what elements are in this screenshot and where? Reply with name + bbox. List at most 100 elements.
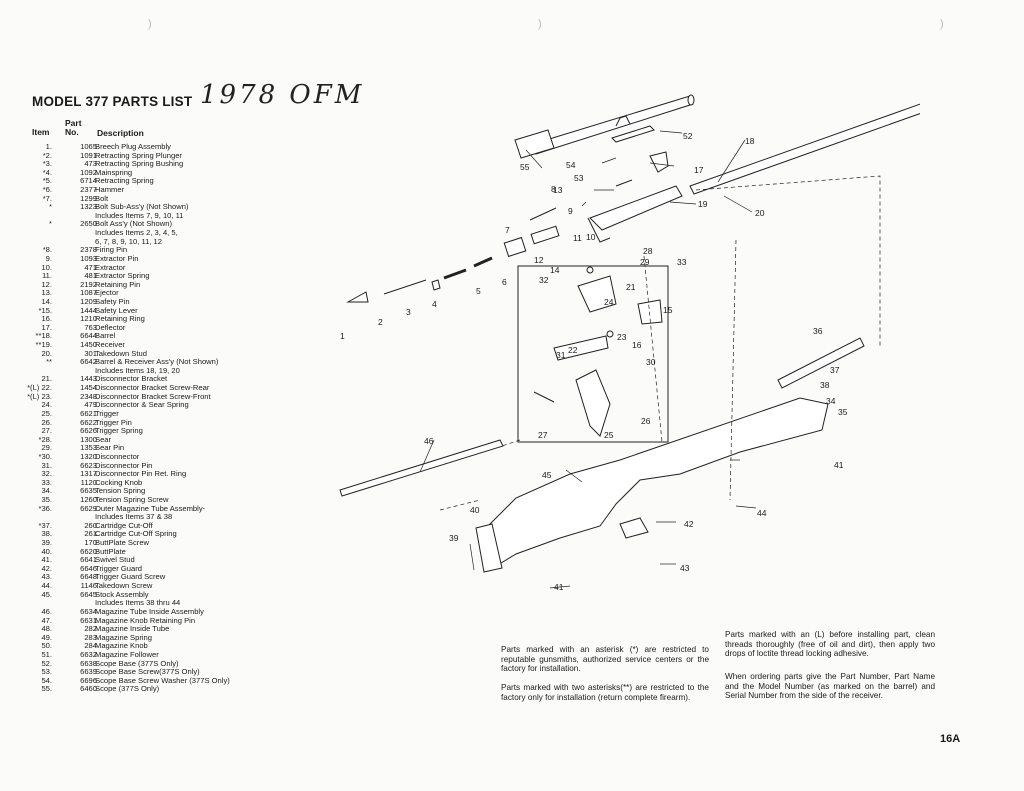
part-description: Disconnector & Sear Spring bbox=[95, 400, 189, 410]
part-item: *30. bbox=[38, 451, 52, 461]
part-item: *36. bbox=[38, 503, 52, 513]
buttplate-drawing bbox=[475, 523, 503, 573]
part-description: Disconnector Pin Ret. Ring bbox=[95, 469, 187, 479]
part-number: 6696 bbox=[80, 675, 97, 685]
part-item: 11. bbox=[42, 271, 52, 281]
part-item: 33. bbox=[41, 477, 52, 487]
part-description: Disconnector Bracket bbox=[95, 374, 168, 384]
part-item: 38. bbox=[41, 529, 52, 539]
part-item: *2. bbox=[42, 150, 52, 160]
double-asterisk-note: Parts marked with two asterisks(**) are … bbox=[501, 683, 709, 702]
part-description: Bolt bbox=[95, 193, 109, 203]
part-description: Breech Plug Assembly bbox=[95, 142, 171, 151]
part-description: Receiver bbox=[95, 340, 125, 350]
table-row: Includes Items 37 & 38 bbox=[14, 513, 314, 522]
part-item: ** bbox=[46, 357, 52, 367]
part-description: Trigger Spring bbox=[95, 426, 143, 436]
part-number: 1353 bbox=[80, 443, 97, 453]
part-callout: 38 bbox=[820, 380, 830, 390]
part-number: 284 bbox=[84, 641, 97, 651]
part-description: Magazine Knob bbox=[95, 641, 148, 651]
page-mark: ) bbox=[538, 18, 542, 30]
part-item: 51. bbox=[41, 649, 52, 659]
part-item: 34. bbox=[41, 486, 52, 496]
part-callout: 42 bbox=[684, 519, 694, 529]
part-number: 6460 bbox=[80, 684, 97, 694]
part-item: 10. bbox=[41, 262, 52, 272]
part-number: 6631 bbox=[80, 615, 97, 625]
part-callout: 31 bbox=[556, 350, 566, 360]
part-description: Cartridge Cut-Off bbox=[95, 520, 153, 530]
part-description: Retaining Ring bbox=[95, 314, 145, 324]
part-callout: 4 bbox=[432, 299, 437, 309]
part-callout: 11 bbox=[573, 233, 582, 243]
part-number: 2192 bbox=[80, 279, 97, 289]
part-number: 1450 bbox=[80, 340, 97, 350]
table-row: 6, 7, 8, 9, 10, 11, 12 bbox=[14, 236, 314, 247]
scope-drawing bbox=[514, 94, 695, 159]
part-callout: 8 bbox=[551, 184, 556, 194]
part-description: Trigger bbox=[95, 408, 119, 418]
stock-drawing bbox=[479, 397, 829, 567]
part-item: *(L) 23. bbox=[27, 391, 52, 401]
part-number: 1087 bbox=[80, 288, 97, 298]
part-callout: 45 bbox=[542, 470, 552, 480]
part-item: **18. bbox=[35, 331, 52, 341]
part-number: 1065 bbox=[80, 142, 97, 151]
barrel-drawing bbox=[689, 103, 920, 195]
part-description: Takedown Screw bbox=[95, 581, 153, 591]
part-description: Stock Assembly bbox=[95, 589, 149, 599]
part-description: Retracting Spring Plunger bbox=[95, 150, 182, 160]
part-description: Cartridge Cut-Off Spring bbox=[95, 529, 177, 539]
bolt-parts-drawing bbox=[346, 179, 633, 303]
part-item: *3. bbox=[42, 159, 52, 169]
part-number: 2377 bbox=[80, 185, 97, 195]
part-item: 42. bbox=[41, 563, 52, 573]
part-item: *7. bbox=[42, 193, 52, 203]
part-callout: 44 bbox=[757, 508, 767, 518]
part-item: 40. bbox=[41, 546, 52, 556]
part-number: 6645 bbox=[80, 589, 97, 599]
part-item: 20. bbox=[41, 348, 52, 358]
part-item: 52. bbox=[41, 658, 52, 668]
part-item: 53. bbox=[41, 667, 52, 677]
part-callout: 28 bbox=[643, 246, 653, 256]
part-number: 2650 bbox=[80, 219, 97, 229]
part-callout: 33 bbox=[677, 257, 687, 267]
part-number: 6623 bbox=[80, 460, 97, 470]
part-item: 21. bbox=[41, 374, 52, 384]
part-description: Includes Items 18, 19, 20 bbox=[95, 365, 180, 375]
part-callout: 3 bbox=[406, 307, 411, 317]
part-item: 12. bbox=[41, 279, 52, 289]
part-number: 170 bbox=[84, 538, 97, 548]
part-number: 479 bbox=[84, 400, 97, 410]
part-callout: 54 bbox=[566, 160, 576, 170]
part-number: 1146 bbox=[80, 581, 97, 591]
part-description: 6, 7, 8, 9, 10, 11, 12 bbox=[95, 236, 162, 246]
trigger-group-drawing bbox=[533, 266, 663, 437]
part-callout: 27 bbox=[538, 430, 548, 440]
deflector-drawing bbox=[649, 151, 669, 173]
header-description: Description bbox=[97, 128, 144, 138]
part-description: Safety Pin bbox=[95, 296, 130, 306]
part-callout: 36 bbox=[813, 326, 823, 336]
part-number: 6646 bbox=[80, 563, 97, 573]
part-callout: 52 bbox=[683, 131, 693, 141]
part-callout: 13 bbox=[553, 185, 563, 195]
